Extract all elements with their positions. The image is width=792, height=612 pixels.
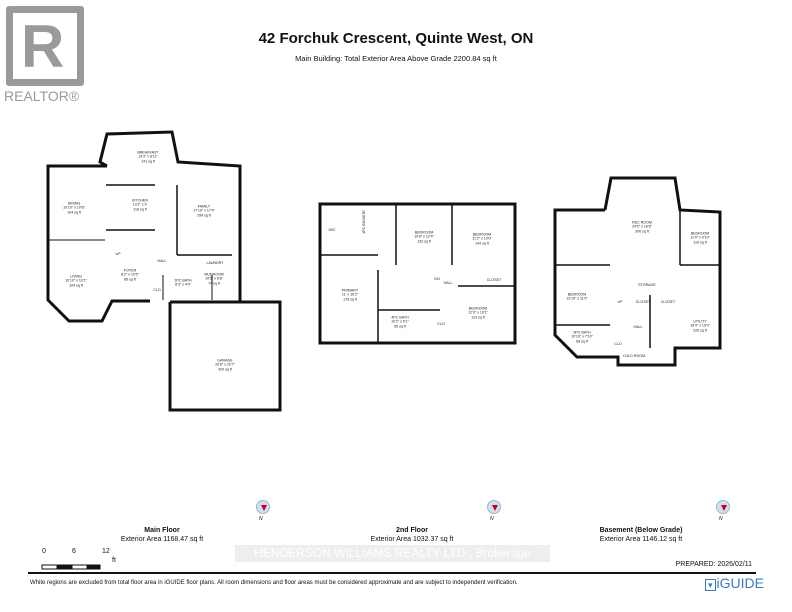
room-hall: HALL: [157, 258, 167, 263]
compass-icon: N: [256, 500, 270, 522]
room-closet: CLOSET: [660, 299, 676, 304]
basement-caption: Basement (Below Grade)Exterior Area 1146…: [599, 527, 683, 544]
compass-icon: N: [716, 500, 730, 522]
room-4pc-ensuite: 4PC ENSUITE: [361, 210, 366, 234]
stairs-up-label: UP: [617, 299, 623, 304]
realtor-r-icon: R: [21, 13, 65, 80]
stairs-down-label: DN: [434, 276, 440, 281]
iguide-icon: ▾: [705, 579, 716, 591]
basement-plan: [553, 176, 722, 367]
iguide-logo: ▾iGUIDE: [705, 575, 764, 591]
room-clo: CLO: [153, 287, 161, 292]
main-floor-plan: [46, 130, 282, 412]
room-hall: HALL: [633, 324, 643, 329]
second-floor-plan: [318, 202, 517, 345]
prepared-date: PREPARED: 2026/02/11: [675, 561, 752, 568]
stairs-up-label: UP: [115, 251, 121, 256]
room-clo: CLO: [614, 341, 622, 346]
realtor-text: REALTOR®: [4, 88, 80, 104]
room-storage: STORAGE: [638, 282, 656, 287]
disclaimer: White regions are excluded from total fl…: [30, 580, 518, 586]
room-hall: HALL: [443, 280, 453, 285]
brokerage-watermark: HENDERSON WILLIAMS REALTY LTD., Brokerag…: [235, 545, 550, 562]
realtor-logo: R REALTOR®: [0, 0, 95, 108]
divider: [28, 572, 756, 574]
room-closet: CLOSET: [486, 277, 502, 282]
room-closet: CLOSET: [635, 299, 651, 304]
room-clo: CLO: [437, 321, 445, 326]
page-subtitle: Main Building: Total Exterior Area Above…: [295, 54, 497, 63]
room-wic: WIC: [328, 227, 336, 232]
room-cold-room: COLD ROOM: [622, 353, 646, 358]
compass-icon: N: [487, 500, 501, 522]
scale-bar: [41, 564, 101, 570]
room-laundry: LAUNDRY: [206, 260, 224, 265]
page-title: 42 Forchuk Crescent, Quinte West, ON: [258, 30, 534, 47]
